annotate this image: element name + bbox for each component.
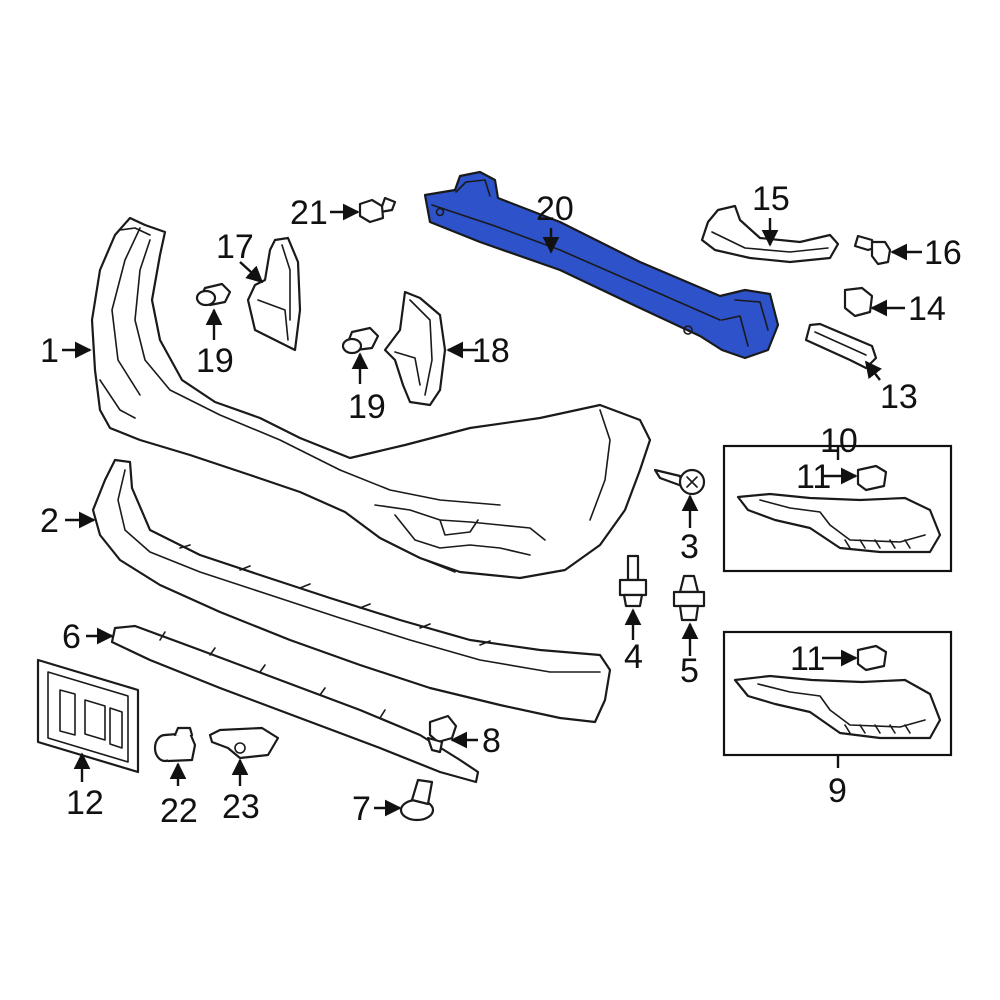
clip-part-5[interactable]: [672, 574, 706, 622]
leader-lines: [62, 203, 922, 817]
callout-2: 2: [40, 502, 59, 540]
callout-17: 17: [216, 228, 254, 266]
callout-14: 14: [908, 290, 946, 328]
clip-part-7[interactable]: [399, 778, 435, 822]
callout-7: 7: [352, 790, 371, 828]
callout-19b: 19: [348, 388, 386, 426]
bracket-part-23[interactable]: [208, 726, 280, 760]
callout-18: 18: [472, 332, 510, 370]
callout-labels: 1 2 3 4 5 6 7 8 9 10 11 11 12 13 14 15 1…: [40, 180, 962, 830]
lower-spoiler-part-2[interactable]: [91, 458, 612, 724]
callout-8: 8: [482, 722, 501, 760]
callout-11a: 11: [796, 458, 831, 496]
bolt-part-21[interactable]: [358, 196, 397, 224]
group-box-part-10[interactable]: [722, 444, 953, 573]
bumper-cover-part-1[interactable]: [90, 216, 652, 580]
callout-5: 5: [680, 652, 699, 690]
callout-11b: 11: [790, 640, 825, 678]
guide-part-13[interactable]: [804, 322, 878, 370]
callout-10: 10: [820, 422, 858, 460]
clip-part-19-upper[interactable]: [195, 282, 232, 307]
callout-19a: 19: [196, 342, 234, 380]
bolt-part-16[interactable]: [853, 234, 892, 266]
screw-part-3[interactable]: [653, 468, 706, 496]
callout-15: 15: [752, 180, 790, 218]
bracket-part-15[interactable]: [700, 204, 840, 264]
bracket-part-17[interactable]: [246, 236, 302, 352]
group-box-part-9[interactable]: [722, 630, 953, 757]
callout-6: 6: [62, 618, 81, 656]
callout-16: 16: [924, 234, 962, 272]
callout-9: 9: [828, 772, 847, 810]
clip-part-8[interactable]: [426, 714, 458, 754]
callout-22: 22: [160, 792, 198, 830]
reinforcement-beam: [423, 170, 780, 360]
callout-12: 12: [66, 784, 104, 822]
callout-1: 1: [40, 332, 59, 370]
license-plate-bracket-part-12[interactable]: [36, 658, 140, 774]
clip-part-19-lower[interactable]: [341, 326, 380, 355]
bracket-part-18[interactable]: [383, 290, 447, 407]
callout-3: 3: [680, 528, 699, 566]
callout-20: 20: [536, 190, 574, 228]
stud-part-4[interactable]: [618, 554, 648, 608]
clip-nut-part-14[interactable]: [843, 286, 874, 318]
callout-4: 4: [624, 638, 643, 676]
bumper-reinforcement-part-20[interactable]: [423, 170, 780, 360]
parking-sensor-part-22[interactable]: [153, 726, 197, 763]
molding-strip-part-6[interactable]: [110, 624, 480, 784]
callout-21: 21: [290, 194, 328, 232]
callout-23: 23: [222, 788, 260, 826]
callout-13: 13: [880, 378, 918, 416]
